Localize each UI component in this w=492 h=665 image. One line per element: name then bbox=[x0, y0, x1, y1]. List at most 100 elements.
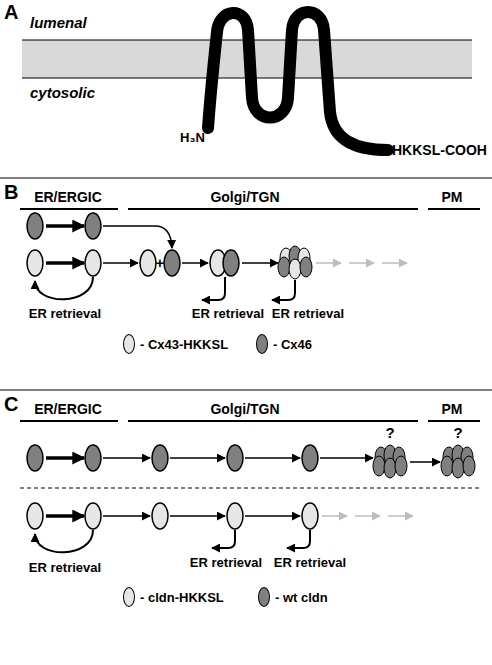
retrieval-arrow bbox=[212, 530, 235, 548]
protein-oval bbox=[164, 250, 180, 276]
transport-arrow bbox=[245, 457, 300, 459]
panel-letter: C bbox=[4, 394, 18, 414]
legend-text: - wt cldn bbox=[275, 591, 328, 604]
protein-oval bbox=[302, 503, 318, 529]
protein-oval bbox=[227, 445, 243, 471]
cluster-subunit bbox=[289, 259, 301, 279]
cluster-subunit bbox=[384, 458, 396, 478]
retrieval-arrow bbox=[287, 530, 310, 548]
compartment-header: PM bbox=[442, 190, 463, 204]
compartment-header: Golgi/TGN bbox=[210, 190, 279, 204]
retrieval-arrow bbox=[35, 277, 93, 299]
legend-item: - Cx46 bbox=[256, 334, 312, 354]
cluster-subunit bbox=[278, 257, 290, 277]
protein-cluster bbox=[278, 246, 312, 279]
faded-arrow bbox=[349, 262, 374, 264]
legend-swatch bbox=[123, 587, 135, 607]
panel-divider bbox=[0, 390, 492, 391]
protein-oval bbox=[85, 503, 101, 529]
pathway-label: ER retrieval bbox=[274, 556, 346, 569]
compartment-bar bbox=[428, 420, 480, 422]
cluster-subunit bbox=[452, 458, 464, 478]
retrieval-arrow bbox=[272, 280, 295, 300]
pathway-label: ER retrieval bbox=[192, 307, 264, 320]
cluster-subunit bbox=[441, 456, 453, 476]
compartment-bar bbox=[20, 208, 118, 210]
retrieval-arrow bbox=[35, 530, 93, 552]
legend-text: - Cx46 bbox=[273, 338, 312, 351]
transport-arrow bbox=[320, 457, 373, 459]
protein-cluster bbox=[441, 445, 475, 478]
protein-oval bbox=[140, 250, 156, 276]
transport-arrow bbox=[46, 514, 84, 518]
faded-arrow bbox=[388, 515, 413, 517]
compartment-header: PM bbox=[442, 402, 463, 416]
protein-oval bbox=[85, 445, 101, 471]
terminus-label: H₃N bbox=[180, 131, 205, 144]
cluster-subunit bbox=[300, 257, 312, 277]
protein-oval bbox=[27, 213, 43, 239]
legend-item: - Cx43-HKKSL bbox=[123, 334, 228, 354]
compartment-header: Golgi/TGN bbox=[210, 402, 279, 416]
transport-arrow bbox=[103, 226, 172, 248]
legend-item: - cldn-HKKSL bbox=[123, 587, 224, 607]
protein-oval bbox=[85, 213, 101, 239]
panel-divider bbox=[0, 178, 492, 179]
transport-arrow bbox=[170, 457, 225, 459]
pathway-label: ER retrieval bbox=[29, 561, 101, 574]
transport-arrow bbox=[242, 262, 278, 264]
protein-oval bbox=[85, 250, 101, 276]
compartment-bar bbox=[128, 208, 418, 210]
legend-swatch bbox=[256, 334, 268, 354]
plus-sign: + bbox=[156, 255, 165, 270]
transport-arrow bbox=[245, 515, 300, 517]
compartment-label: lumenal bbox=[30, 15, 87, 30]
compartment-bar bbox=[128, 420, 418, 422]
compartment-header: ER/ERGIC bbox=[34, 402, 102, 416]
legend-swatch bbox=[123, 334, 135, 354]
panel-letter: A bbox=[4, 2, 18, 22]
retrieval-arrow bbox=[202, 277, 225, 300]
pathway-label: ER retrieval bbox=[29, 307, 101, 320]
protein-oval bbox=[152, 503, 168, 529]
legend-text: - Cx43-HKKSL bbox=[140, 338, 228, 351]
faded-arrow bbox=[322, 515, 347, 517]
protein-oval bbox=[27, 250, 43, 276]
protein-oval bbox=[227, 503, 243, 529]
compartment-header: ER/ERGIC bbox=[34, 190, 102, 204]
transport-arrow bbox=[410, 461, 440, 463]
cluster-subunit bbox=[373, 456, 385, 476]
compartment-bar bbox=[428, 208, 480, 210]
transport-arrow bbox=[103, 262, 138, 264]
transport-arrow bbox=[46, 456, 84, 460]
transport-arrow bbox=[103, 457, 150, 459]
compartment-label: cytosolic bbox=[30, 85, 95, 100]
transport-arrow bbox=[46, 261, 84, 265]
protein-oval bbox=[223, 250, 239, 276]
transport-arrow bbox=[170, 515, 225, 517]
question-mark: ? bbox=[453, 425, 462, 440]
faded-arrow bbox=[355, 515, 380, 517]
pathway-label: ER retrieval bbox=[272, 307, 344, 320]
protein-oval bbox=[302, 445, 318, 471]
legend-text: - cldn-HKKSL bbox=[140, 591, 224, 604]
faded-arrow bbox=[316, 262, 341, 264]
question-mark: ? bbox=[385, 425, 394, 440]
transport-arrow bbox=[103, 515, 150, 517]
protein-cluster bbox=[373, 445, 407, 478]
transport-arrow bbox=[46, 224, 84, 228]
dashed-divider bbox=[20, 488, 480, 489]
protein-oval bbox=[27, 445, 43, 471]
legend-item: - wt cldn bbox=[258, 587, 328, 607]
faded-arrow bbox=[382, 262, 407, 264]
legend-swatch bbox=[258, 587, 270, 607]
panel-letter: B bbox=[4, 182, 18, 202]
protein-oval bbox=[27, 503, 43, 529]
protein-topology bbox=[208, 12, 388, 150]
transport-arrow bbox=[182, 262, 208, 264]
pathway-label: ER retrieval bbox=[190, 556, 262, 569]
compartment-bar bbox=[20, 420, 118, 422]
terminus-label: HKKSL-COOH bbox=[392, 143, 487, 157]
cluster-subunit bbox=[395, 456, 407, 476]
